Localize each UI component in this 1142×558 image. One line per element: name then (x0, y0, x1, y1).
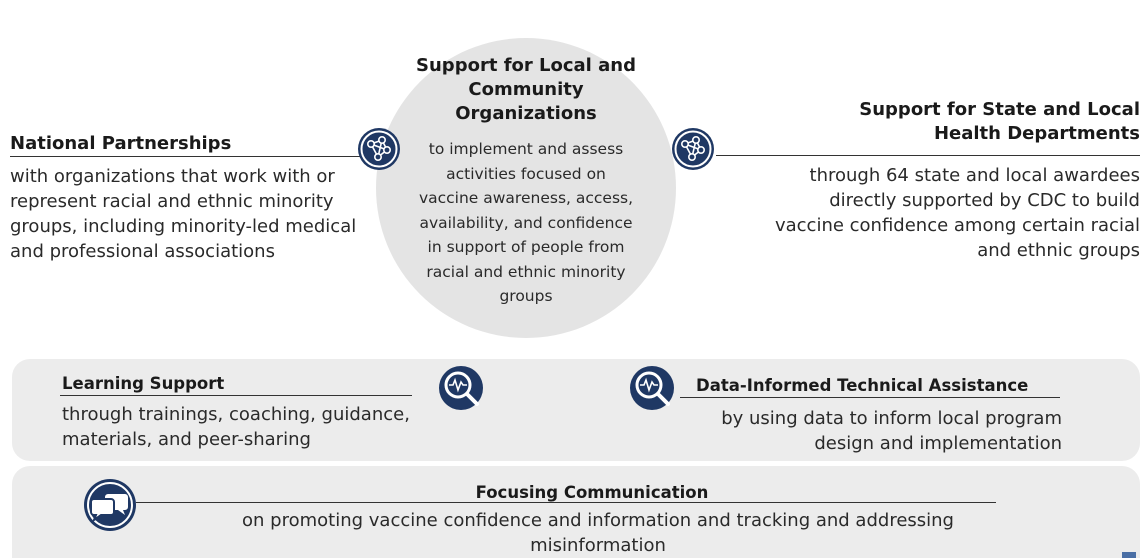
communication-title: Focusing Communication (475, 483, 709, 502)
chat-bubbles-icon (78, 477, 142, 537)
national-partnerships-body: with organizations that work with or rep… (10, 166, 357, 262)
national-partnerships-underline (10, 156, 362, 157)
state-local-body: through 64 state and local awardees dire… (774, 165, 1140, 261)
magnifier-pulse-icon (437, 364, 499, 420)
learning-support-body: through trainings, coaching, guidance, m… (62, 404, 410, 450)
state-local-title: Support for State and Local Health Depar… (859, 99, 1140, 144)
local-community-title: Support for Local and Community Organiza… (416, 55, 636, 124)
magnifier-pulse-icon (628, 364, 690, 420)
network-icon (670, 126, 716, 176)
communication-body: on promoting vaccine confidence and info… (242, 510, 954, 556)
communication-band (12, 466, 1140, 558)
center-circle-background (376, 38, 676, 338)
local-community-body: to implement and assess activities focus… (418, 140, 634, 305)
support-band (12, 359, 1140, 461)
data-informed-title: Data-Informed Technical Assistance (696, 376, 1029, 395)
national-partnerships-title: National Partnerships (10, 133, 232, 154)
corner-marker (1122, 552, 1136, 558)
data-informed-underline (680, 397, 1060, 398)
network-icon (356, 126, 402, 176)
state-local-underline (716, 155, 1140, 156)
learning-support-title: Learning Support (62, 374, 225, 393)
communication-underline (136, 502, 996, 503)
learning-support-underline (60, 395, 412, 396)
data-informed-body: by using data to inform local program de… (721, 408, 1062, 454)
